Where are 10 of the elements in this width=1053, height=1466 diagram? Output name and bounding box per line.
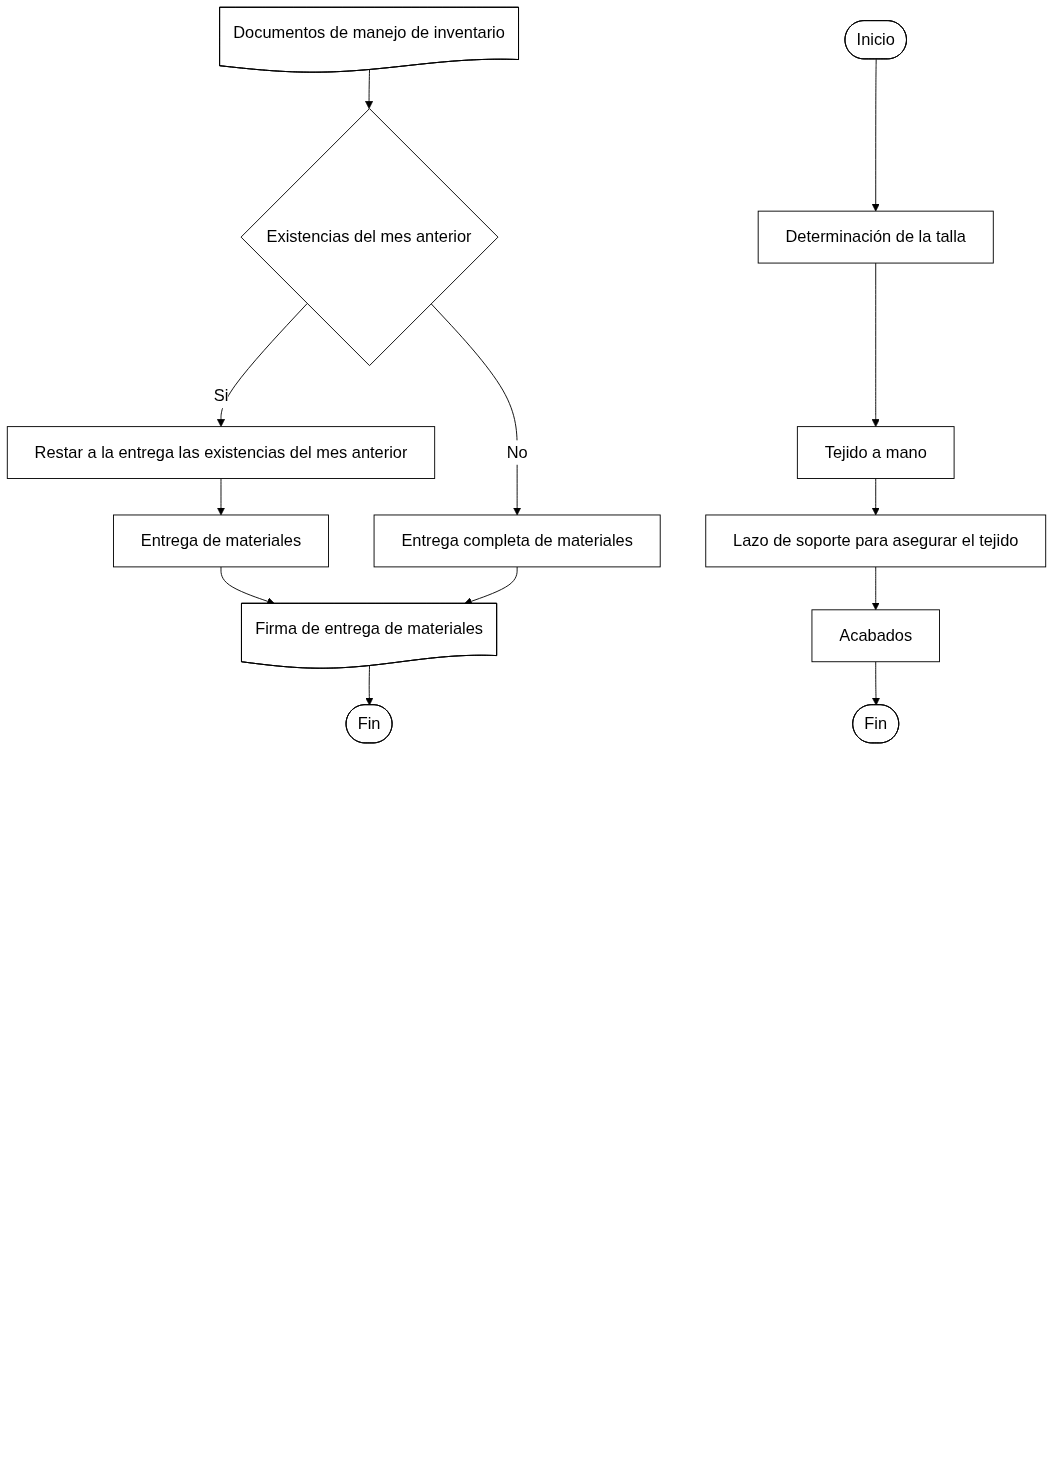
node-box: Acabados: [811, 609, 940, 663]
node-box: Restar a la entrega las existencias del mes anterior: [6, 426, 436, 479]
edge-label: Si: [213, 386, 229, 405]
node-box: Determinación de la talla: [757, 210, 994, 264]
node-box: Tejido a mano: [796, 426, 955, 479]
edge-label: No: [506, 443, 528, 462]
node-box: Entrega completa de materiales: [373, 514, 661, 568]
node-box: Entrega de materiales: [113, 514, 329, 568]
node-box: Lazo de soporte para asegurar el tejido: [705, 514, 1047, 568]
node-diamond: Existencias del mes anterior: [240, 108, 499, 367]
